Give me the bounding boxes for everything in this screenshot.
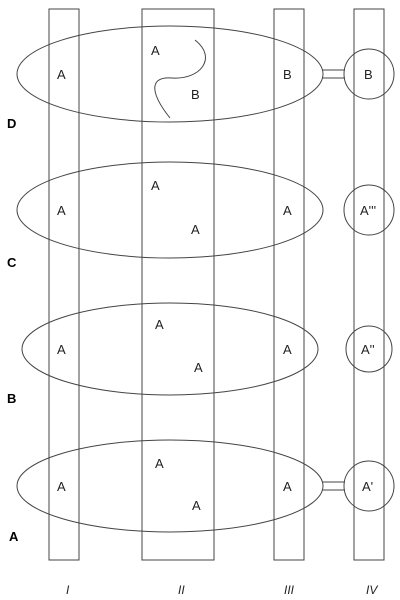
row-label-a: A xyxy=(9,529,19,544)
row-label-c: C xyxy=(7,255,17,270)
row-b-circle xyxy=(345,325,393,373)
row-b-cell-5: A'' xyxy=(361,342,375,357)
row-b-cell-4: A xyxy=(283,342,292,357)
row-c-cell-4: A xyxy=(283,203,292,218)
row-d-cell-2: A xyxy=(151,43,160,58)
row-d-connector xyxy=(322,69,345,79)
row-label-b: B xyxy=(7,391,16,406)
row-c-cell-1: A xyxy=(57,203,66,218)
row-c-cell-5: A''' xyxy=(360,203,376,218)
row-d-circle xyxy=(343,48,395,100)
row-a-ellipse xyxy=(16,439,324,533)
row-b-ellipse xyxy=(21,302,319,396)
row-a-cell-5: A' xyxy=(362,479,373,494)
row-a-cell-2: A xyxy=(155,456,164,471)
row-d-cell-1: A xyxy=(57,67,66,82)
row-c-circle xyxy=(343,184,395,236)
column-strip-ii xyxy=(141,8,215,561)
column-strip-iii xyxy=(273,8,305,561)
column-label-iv: IV xyxy=(366,583,378,597)
row-d-cell-5: B xyxy=(364,67,373,82)
column-label-i: I xyxy=(66,583,70,597)
column-label-ii: II xyxy=(178,583,185,597)
row-d: A A B B B D xyxy=(7,25,395,131)
row-c-cell-3: A xyxy=(191,222,200,237)
column-strip-iv xyxy=(353,8,385,561)
row-a-cell-4: A xyxy=(283,479,292,494)
row-label-d: D xyxy=(7,116,16,131)
row-b-cell-3: A xyxy=(194,360,203,375)
row-a-circle xyxy=(343,460,395,512)
row-a-cell-1: A xyxy=(57,479,66,494)
row-a-cell-3: A xyxy=(192,498,201,513)
column-label-iii: III xyxy=(284,583,295,597)
row-c-cell-2: A xyxy=(151,178,160,193)
row-b-cell-2: A xyxy=(155,317,164,332)
column-strip-i xyxy=(48,8,80,561)
row-d-cell-3: B xyxy=(191,87,200,102)
row-c-ellipse xyxy=(16,161,324,259)
row-b: A A A A A'' B xyxy=(7,302,393,406)
row-d-ellipse xyxy=(16,25,324,123)
row-b-cell-1: A xyxy=(57,342,66,357)
row-a-connector xyxy=(322,481,345,491)
row-c: A A A A A''' C xyxy=(7,161,395,270)
row-a: A A A A A' A xyxy=(9,439,395,544)
row-d-boundary-curve xyxy=(154,39,206,119)
row-d-cell-4: B xyxy=(283,67,292,82)
